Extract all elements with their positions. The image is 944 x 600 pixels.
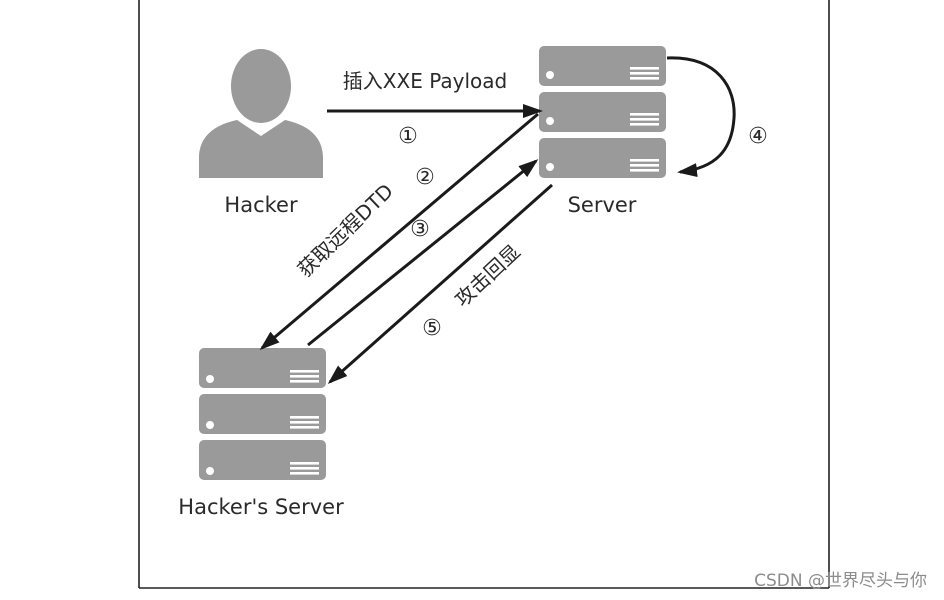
hacker-person-icon xyxy=(199,49,323,178)
step5-label: 攻击回显 xyxy=(450,240,525,312)
server-unit xyxy=(539,138,666,178)
watermark-text: CSDN @世界尽头与你 xyxy=(754,571,927,591)
server-unit xyxy=(539,46,666,86)
step2-label: 获取远程DTD xyxy=(293,179,398,282)
arrow-step5 xyxy=(327,183,553,384)
server-unit xyxy=(199,394,326,434)
step4-number: ④ xyxy=(748,124,768,149)
diagram-frame xyxy=(138,0,830,589)
step3-number: ③ xyxy=(410,217,430,242)
step5-number: ⑤ xyxy=(422,316,442,341)
hacker-server-label: Hacker's Server xyxy=(178,495,344,519)
server-label: Server xyxy=(568,193,637,217)
arrow-step4 xyxy=(666,56,736,178)
arrow-step3 xyxy=(307,159,539,347)
server-unit xyxy=(199,440,326,480)
hacker-server-stack-icon xyxy=(199,348,326,480)
server-stack-icon xyxy=(539,46,666,178)
step2-number: ② xyxy=(415,165,435,190)
hacker-label: Hacker xyxy=(224,193,298,217)
arrow-step2 xyxy=(259,112,539,350)
server-unit xyxy=(539,92,666,132)
step1-label: 插入XXE Payload xyxy=(343,69,507,93)
step1-number: ① xyxy=(398,124,418,149)
server-unit xyxy=(199,348,326,388)
